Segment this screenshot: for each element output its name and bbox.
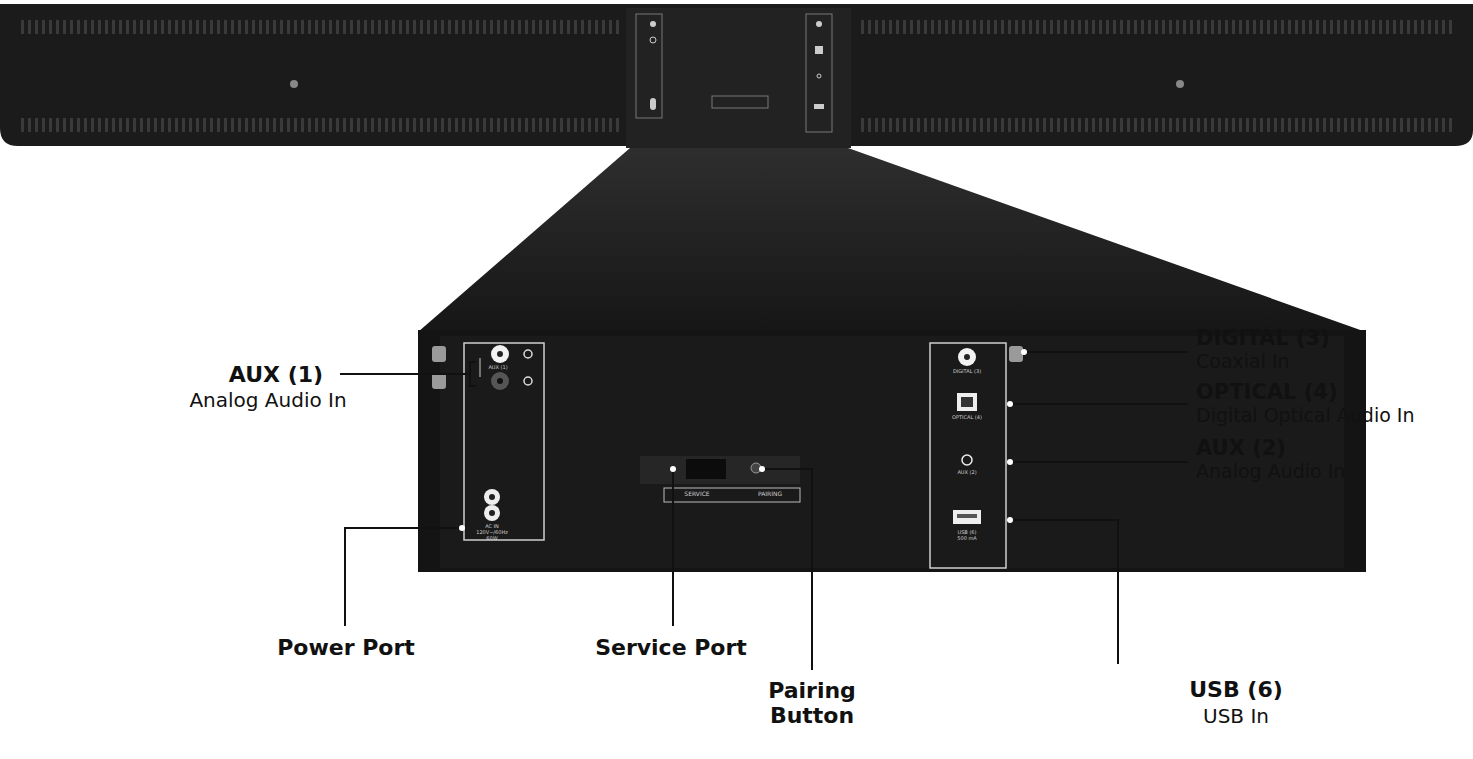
- left-port-panel: [491, 345, 509, 363]
- leader-lines: [1010, 403, 1188, 405]
- left-port-panel: [484, 489, 500, 505]
- leader-dots: [1007, 459, 1013, 465]
- leader-dots: [1007, 401, 1013, 407]
- soundbar-body: [712, 96, 768, 108]
- callout-title: DIGITAL (3): [1196, 326, 1330, 350]
- left-port-panel: [491, 372, 509, 390]
- soundbar-body: [1176, 80, 1184, 88]
- leader-dots: [759, 466, 765, 472]
- center-port-panel: [640, 456, 800, 502]
- callout-text: USB In: [1203, 705, 1269, 728]
- leader-dots: [459, 525, 465, 531]
- right-port-panel: [964, 354, 970, 360]
- right-port-panel: [957, 393, 977, 411]
- left-port-panel: [497, 378, 503, 384]
- leader-lines: [340, 352, 1188, 670]
- left-port-panel: [497, 351, 503, 357]
- leader-lines: [345, 528, 462, 626]
- callout-title: Power Port: [277, 635, 415, 660]
- left-port-panel: [432, 373, 446, 389]
- soundbar-body: [806, 14, 832, 132]
- panel-print: OPTICAL (4): [952, 415, 982, 421]
- right-port-panel: [957, 514, 977, 518]
- soundbar-body: [290, 80, 298, 88]
- callout-title: AUX (2): [1196, 436, 1286, 460]
- right-port-panel: [1009, 346, 1023, 362]
- panel-print: SERVICE: [684, 491, 709, 498]
- zoom-panel: [418, 148, 1366, 572]
- soundbar-body: [20, 118, 620, 132]
- soundbar-body: [626, 8, 851, 148]
- callout-title: AUX (1): [229, 362, 323, 387]
- panel-print: DIGITAL (3): [953, 369, 981, 375]
- leader-lines: [1024, 351, 1188, 353]
- left-port-panel: [432, 346, 446, 362]
- right-port-panel: [930, 343, 1006, 568]
- panel-print: USB (6) 500 mA: [953, 530, 981, 542]
- leader-lines: [762, 469, 812, 670]
- right-port-panel: [962, 455, 972, 465]
- soundbar-body: [20, 20, 620, 34]
- callout-text: Digital Optical Audio In: [1196, 405, 1415, 427]
- soundbar-body: [860, 118, 1455, 132]
- soundbar-body: [814, 104, 824, 109]
- callout-title: USB (6): [1189, 677, 1283, 702]
- leader-lines: [1010, 461, 1188, 463]
- soundbar-body: [860, 20, 1455, 34]
- leader-lines: [470, 362, 476, 386]
- leader-dots: [670, 466, 676, 472]
- zoom-panel: [440, 336, 1344, 568]
- zoom-panel: [418, 148, 1366, 332]
- callout-text: Analog Audio In: [189, 389, 346, 412]
- left-port-panel: [480, 358, 481, 377]
- callout-text: Coaxial In: [1196, 351, 1290, 373]
- callout-title: Pairing Button: [752, 678, 872, 729]
- soundbar-body: [816, 21, 822, 27]
- right-port-panel: [958, 348, 976, 366]
- left-port-panel: [489, 510, 495, 516]
- leader-dots: [1007, 517, 1013, 523]
- leader-dots: [1021, 349, 1027, 355]
- soundbar-body: [0, 4, 1473, 148]
- soundbar-body: [650, 98, 656, 110]
- leader-lines: [340, 373, 468, 375]
- panel-print: PAIRING: [758, 491, 782, 498]
- soundbar-body: [817, 74, 821, 78]
- callout-title: OPTICAL (4): [1196, 380, 1338, 404]
- panel-print: AC IN 120V~/60Hz 60W: [472, 524, 512, 541]
- right-port-panel: [953, 510, 981, 524]
- panel-print: AUX (2): [957, 470, 976, 476]
- soundbar-body: [636, 14, 662, 118]
- panel-print: AUX (1): [488, 365, 507, 371]
- callout-title: Service Port: [595, 635, 747, 660]
- soundbar-body: [815, 46, 823, 54]
- left-port-panel: [489, 494, 495, 500]
- leader-dots: [459, 349, 1027, 531]
- right-port-panel: [961, 397, 973, 407]
- left-port-panel: [524, 350, 532, 358]
- left-port-panel: [432, 343, 544, 540]
- left-port-panel: [484, 505, 500, 521]
- right-port-panel: [930, 343, 1023, 568]
- zoom-panel: [418, 330, 1366, 572]
- center-port-panel: [686, 459, 726, 479]
- center-port-panel: [664, 488, 800, 502]
- soundbar-body: [650, 21, 656, 27]
- leader-lines: [1010, 520, 1118, 664]
- callout-text: Analog Audio In: [1196, 461, 1345, 483]
- left-port-panel: [464, 343, 544, 540]
- left-port-panel: [524, 377, 532, 385]
- leader-lines: [672, 469, 674, 626]
- soundbar-body: [650, 37, 656, 43]
